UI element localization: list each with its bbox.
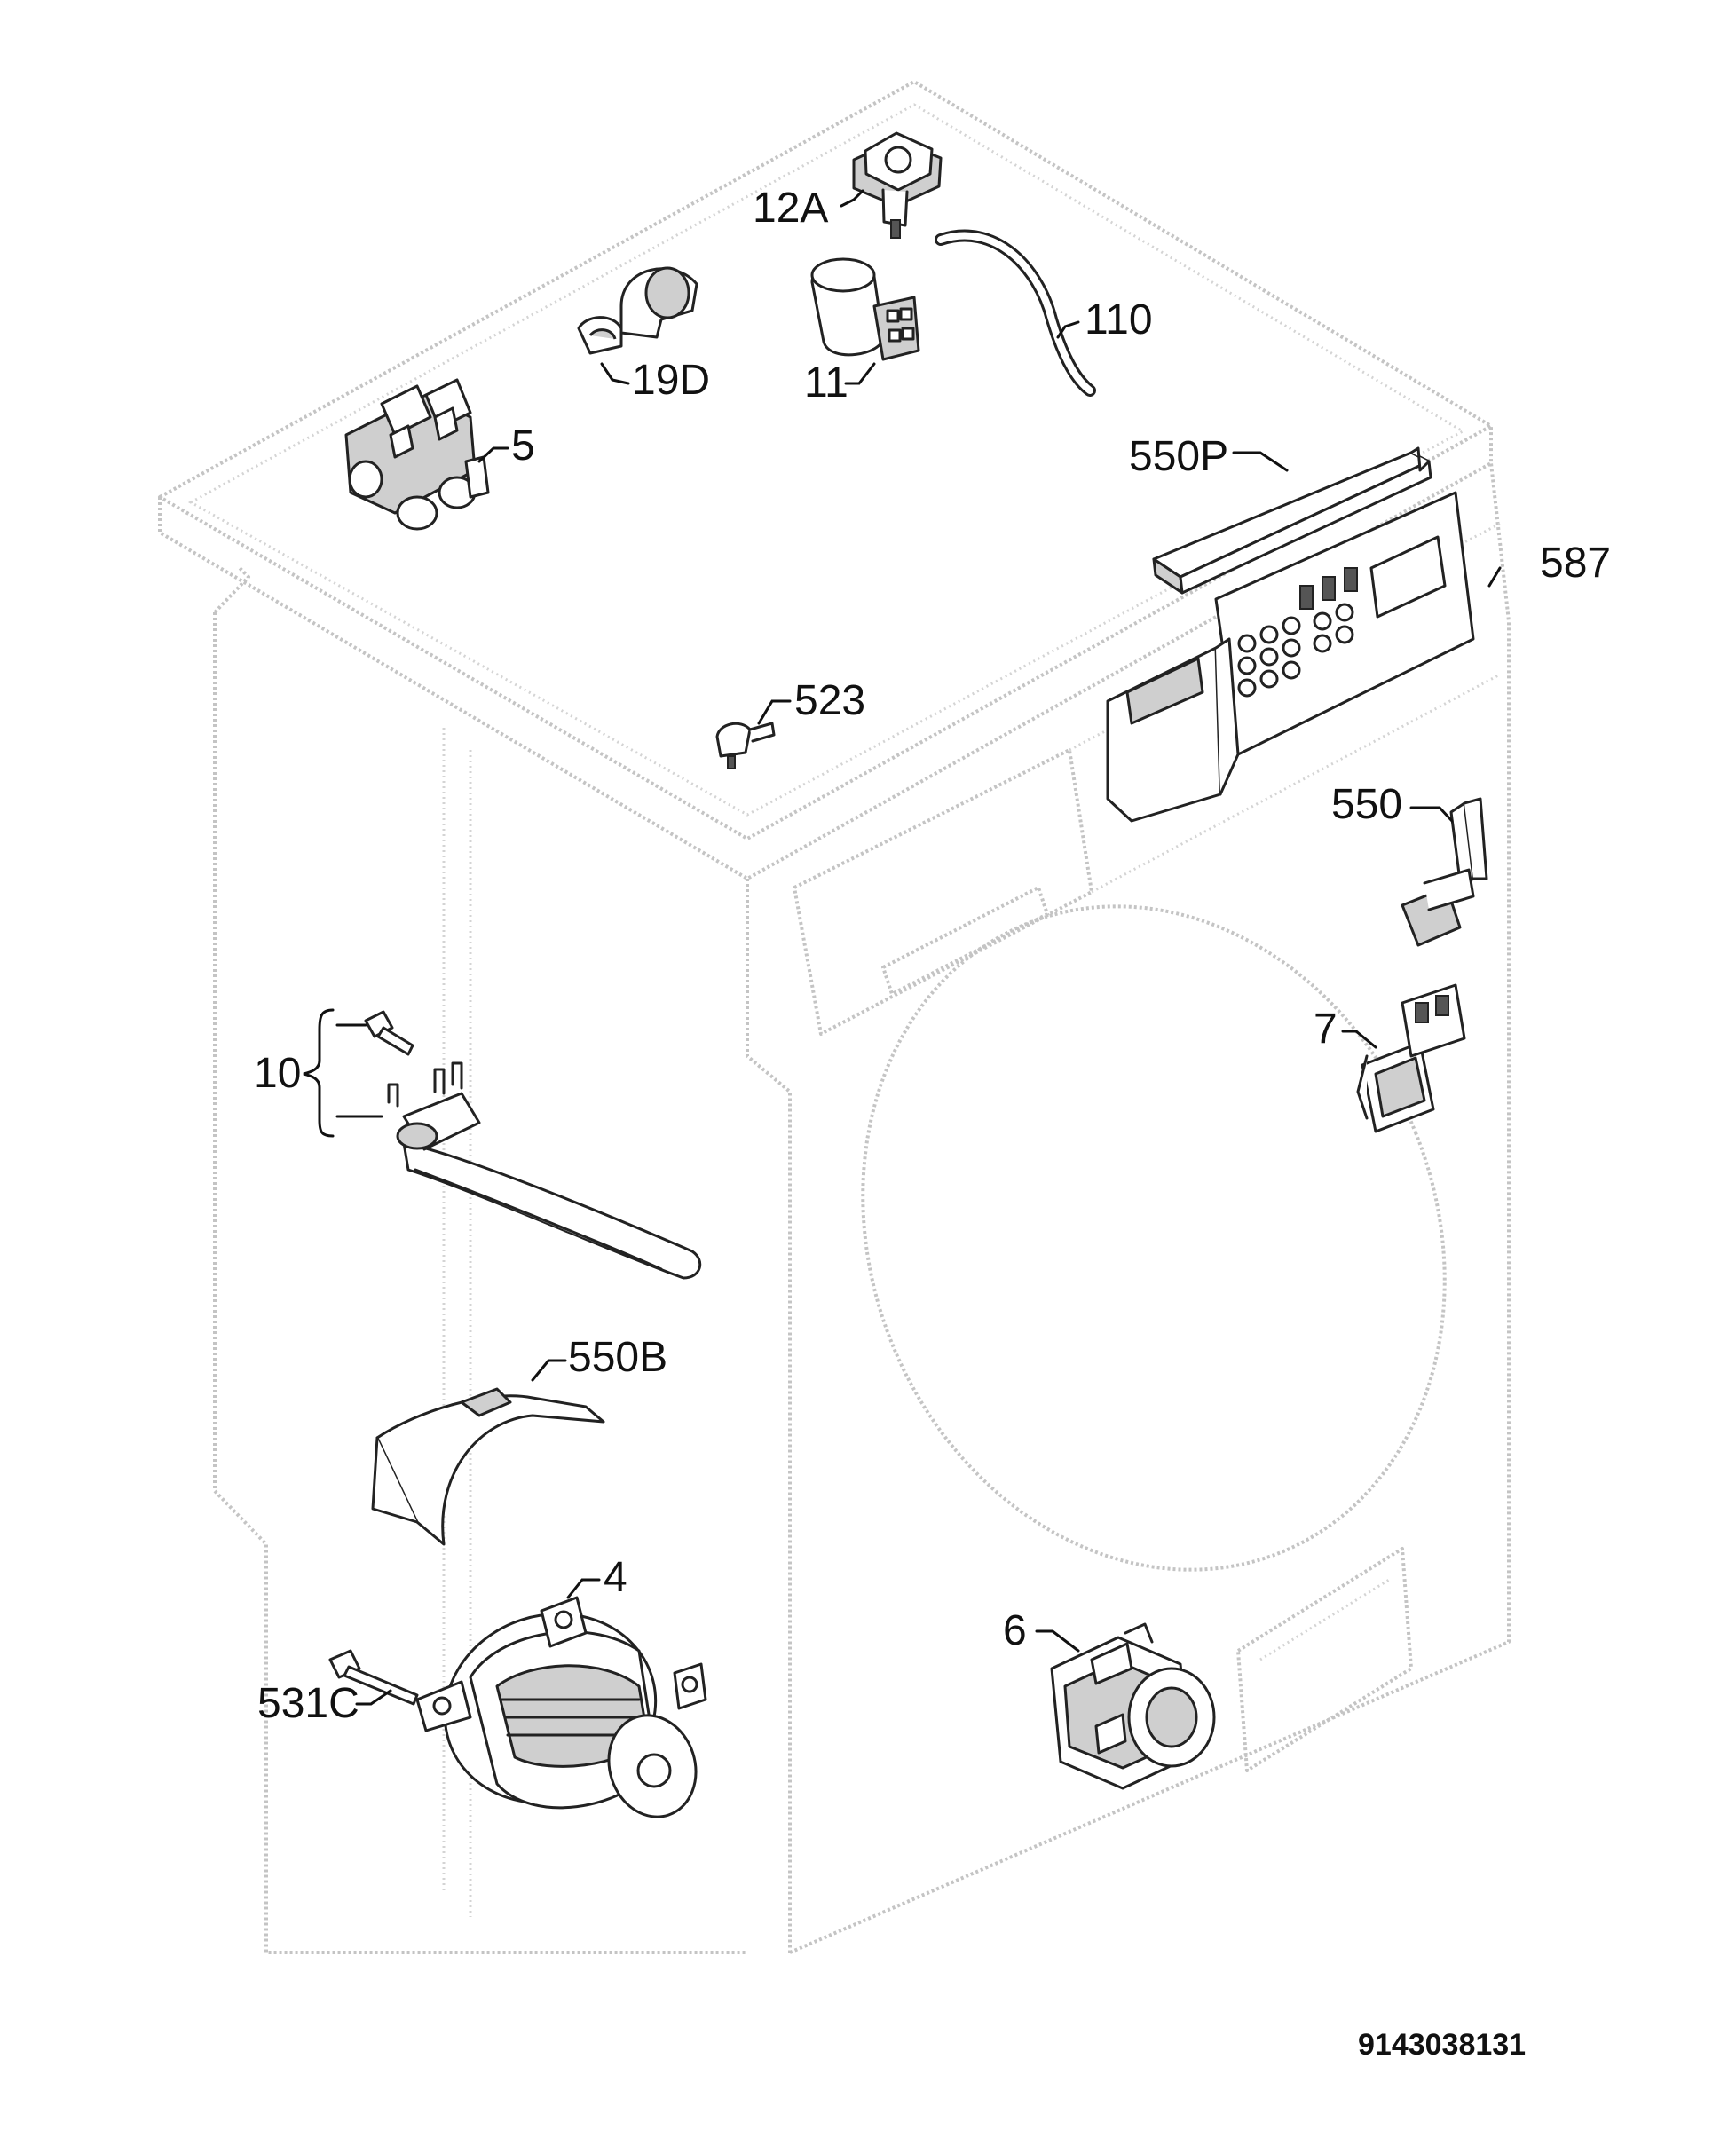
panel-cover-part (1152, 446, 1432, 595)
clip-part (715, 722, 776, 769)
callout-550p: 550P (1129, 433, 1228, 480)
callout-587: 587 (1540, 540, 1611, 587)
washer-cabinet (158, 80, 1511, 1954)
callout-531c: 531C (257, 1680, 359, 1727)
drawing-number: 9143038131 (1358, 2028, 1526, 2062)
callout-7: 7 (1314, 1006, 1338, 1053)
inlet-valve-part (344, 378, 490, 531)
callout-550b: 550B (568, 1334, 667, 1381)
pressure-hose-part (935, 229, 1096, 397)
electronic-board-part (1106, 491, 1475, 823)
drain-pump-part (1050, 1622, 1216, 1790)
bolt-part (328, 1649, 419, 1706)
motor-part (415, 1596, 707, 1818)
callout-6: 6 (1003, 1607, 1027, 1654)
leader-lines (355, 189, 1502, 1706)
callout-523: 523 (794, 677, 865, 724)
pressure-switch-part (852, 131, 943, 239)
interference-suppressor-part (810, 257, 920, 361)
callout-19d: 19D (632, 357, 710, 404)
heating-element-part (303, 1008, 702, 1280)
callout-labels: 12A 110 19D 11 5 550P 587 523 550 7 10 5… (254, 185, 1611, 2062)
hose-clamp-part (577, 266, 698, 355)
callout-12a: 12A (753, 185, 828, 232)
callout-11: 11 (804, 359, 848, 406)
callout-550: 550 (1331, 781, 1402, 828)
callout-4: 4 (604, 1554, 627, 1601)
callout-110: 110 (1085, 296, 1153, 343)
cable-holder-part (371, 1387, 605, 1546)
cable-support-part (1401, 797, 1488, 947)
callout-5: 5 (511, 422, 535, 469)
callout-10: 10 (254, 1050, 301, 1097)
door-interlock-part (1356, 983, 1466, 1133)
